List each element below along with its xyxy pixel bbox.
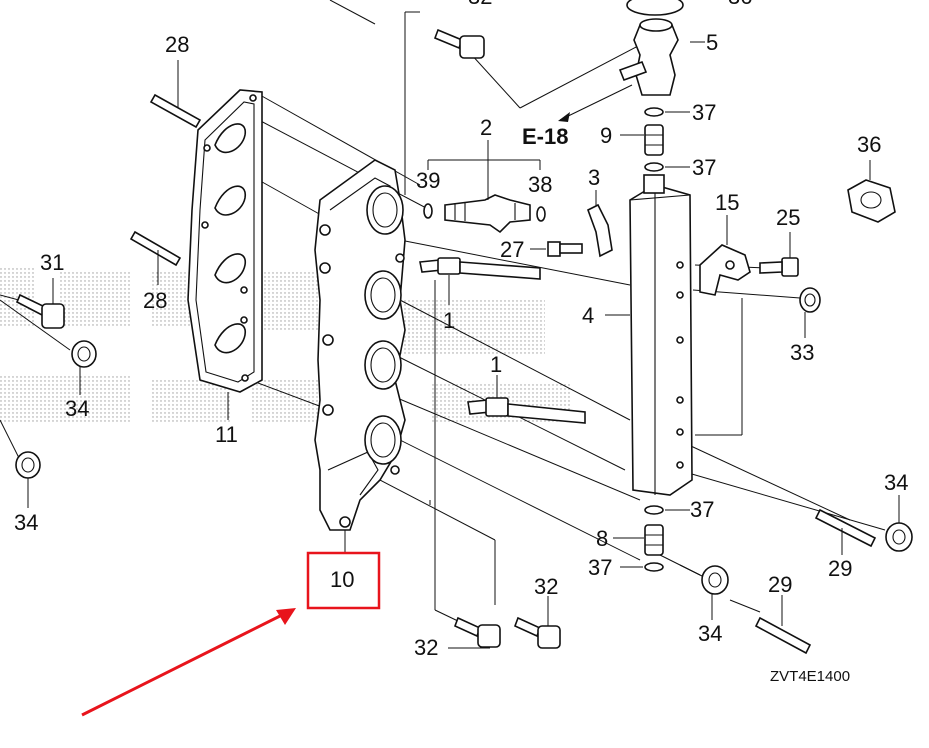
callout-37-b: 37 [692,155,716,180]
intake-manifold [314,159,406,553]
callout-15: 15 [715,190,739,215]
callout-34-far-left: 34 [14,510,38,535]
bolt-32-lower-right [513,596,561,649]
callout-1-lower: 1 [490,352,502,377]
nut-33 [799,287,821,338]
callout-9: 9 [600,123,612,148]
pointer-arrow [81,608,296,717]
rail-bracket [699,215,751,296]
callout-11: 11 [215,422,238,447]
collar-9 [620,124,664,156]
callout-29-right: 29 [828,556,852,581]
nut-34-bottom [701,565,729,620]
bolt-27 [530,241,583,257]
intake-gasket [187,89,263,420]
callout-27: 27 [500,237,524,262]
stud-29-right [814,508,877,555]
stud-29-bottom [754,595,812,655]
callout-38: 38 [528,172,552,197]
callout-32-top: 32 [468,0,492,9]
hose-clamp [847,160,896,223]
callout-25: 25 [776,205,800,230]
callout-37-c: 37 [690,497,714,522]
bolt-32-lower-left [448,616,501,649]
callout-31: 31 [40,250,64,275]
callout-10: 10 [330,567,354,592]
collar-8 [613,524,664,556]
callout-5: 5 [706,30,718,55]
nut-34-far-left [15,451,41,508]
leader-lines [0,0,886,623]
bolt-25 [759,232,799,277]
callout-4: 4 [582,303,594,328]
callout-partial-top-right: 36 [728,0,752,9]
stud-28-lower [129,230,182,285]
o-rings [620,107,690,572]
callout-34-bottom: 34 [698,621,722,646]
callout-37-d: 37 [588,555,612,580]
callout-39: 39 [416,168,440,193]
callout-2: 2 [480,115,492,140]
bolt-31 [15,278,65,329]
callout-32-right: 32 [534,574,558,599]
nut-34-left [71,340,97,395]
callout-3: 3 [588,165,600,190]
stud-bolt-lower [467,375,586,424]
callout-labels: 32 36 5 37 9 37 E-18 2 39 38 3 27 15 25 … [14,0,908,685]
callout-34-left: 34 [65,396,89,421]
fuel-injector [423,140,546,234]
callout-1-upper: 1 [443,308,455,333]
callout-28-upper: 28 [165,32,189,57]
callout-32-left: 32 [414,635,438,660]
callout-33: 33 [790,340,814,365]
callout-36: 36 [857,132,881,157]
diagram-reference-code: ZVT4E1400 [770,668,850,685]
callout-37-a: 37 [692,100,716,125]
bolt-32-top [433,28,485,59]
injector-clip [587,190,613,258]
pressure-regulator [558,0,705,122]
callout-8: 8 [596,526,608,551]
fuel-rail [605,174,693,496]
section-ref-label: E-18 [522,124,568,149]
stud-bolt-upper [419,257,541,305]
nut-34-right [885,495,913,552]
highlight-box [306,551,381,610]
callout-29-bottom: 29 [768,572,792,597]
callout-34-right: 34 [884,470,908,495]
stud-28-upper [149,60,202,129]
callout-28-lower: 28 [143,288,167,313]
